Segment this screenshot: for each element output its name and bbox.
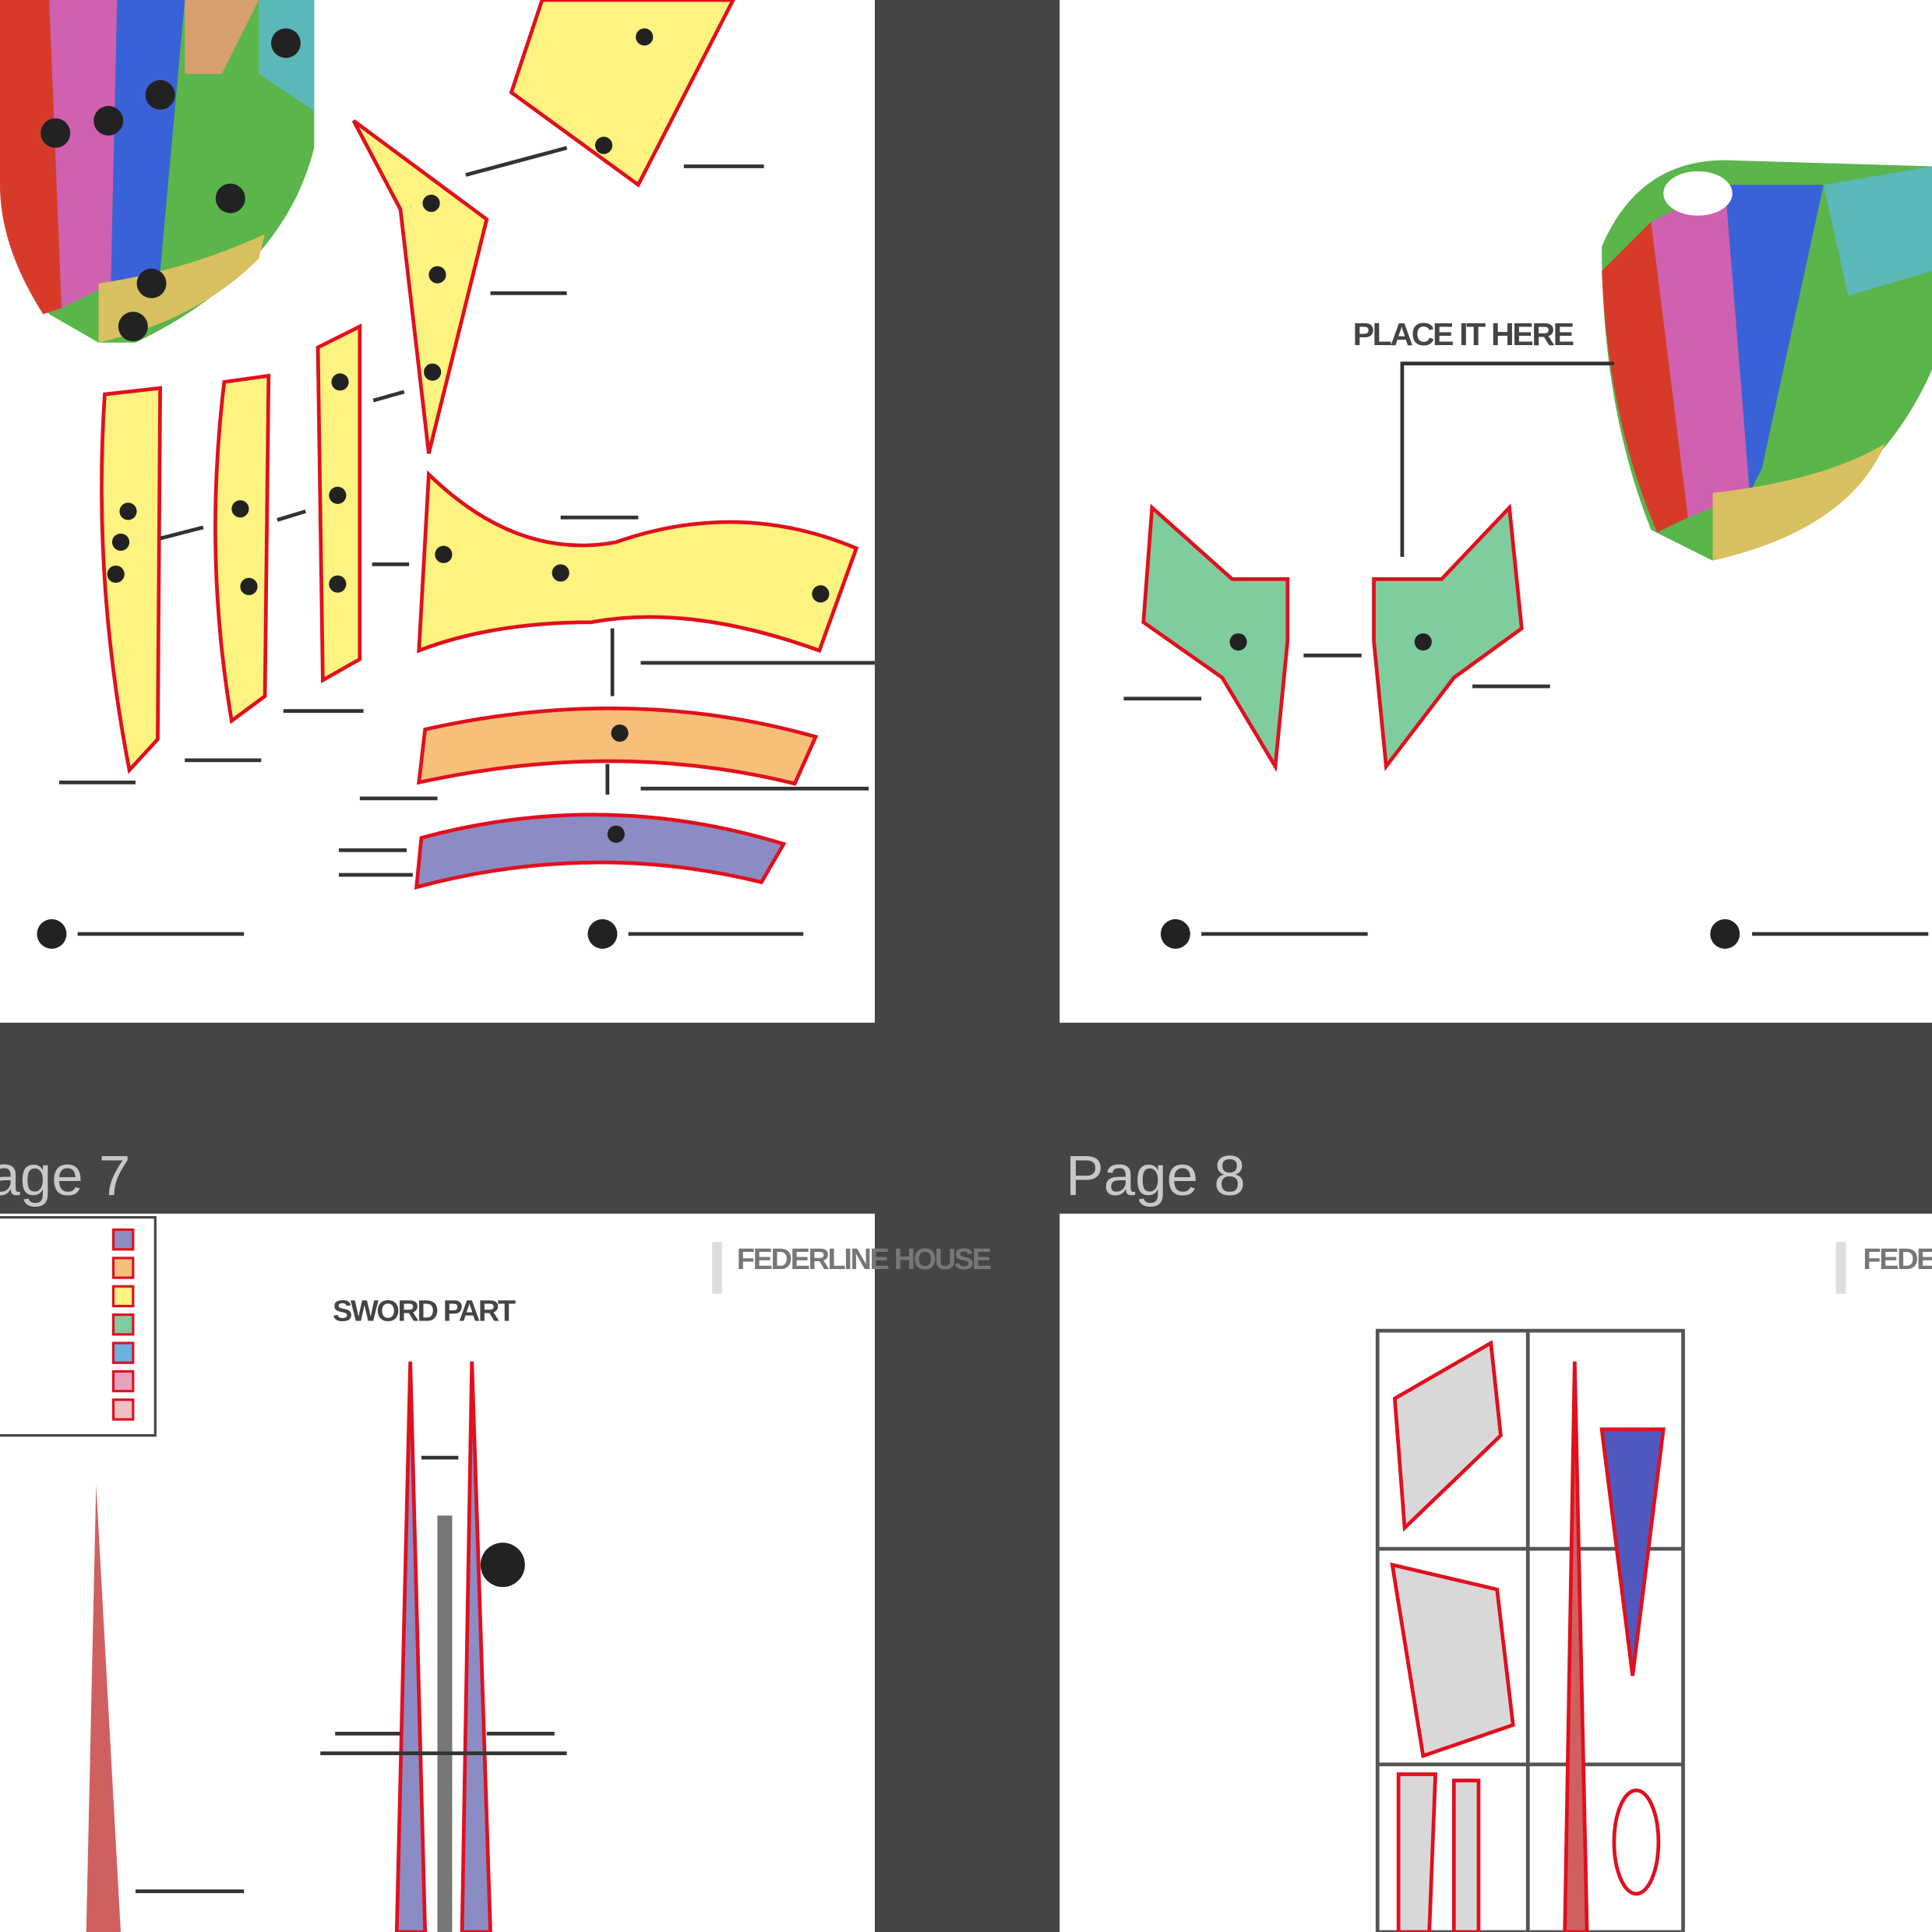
place-it-here-note: PLACE IT HERE (1353, 316, 1574, 352)
logo: FEDERLINE HOUSE (712, 1242, 992, 1294)
armor-render-2 (1602, 160, 1932, 561)
page-thumbnail-6-left[interactable] (0, 0, 875, 1023)
svg-text:FEDERLINE HOUSE: FEDERLINE HOUSE (1863, 1243, 1932, 1276)
page-thumbnail-6-right[interactable]: PLACE IT HERE (1059, 0, 1932, 1023)
page-thumbnail-8[interactable]: FEDERLINE HOUSE (1059, 1213, 1932, 1932)
yellow-pieces (37, 0, 875, 949)
page-thumbnail-7[interactable]: FEDERLINE HOUSE SWORD PART (0, 1213, 992, 1932)
color-legend (0, 1216, 157, 1437)
piece-index-grid (1375, 1328, 1685, 1932)
page-label-8: Page 8 (1066, 1144, 1246, 1208)
svg-text:FEDERLINE HOUSE: FEDERLINE HOUSE (737, 1243, 991, 1276)
sword-part-heading: SWORD PART (333, 1296, 516, 1328)
logo-8: FEDERLINE HOUSE (1835, 1242, 1932, 1294)
armor-render (0, 0, 315, 343)
page-label-7: Page 7 (0, 1144, 130, 1208)
